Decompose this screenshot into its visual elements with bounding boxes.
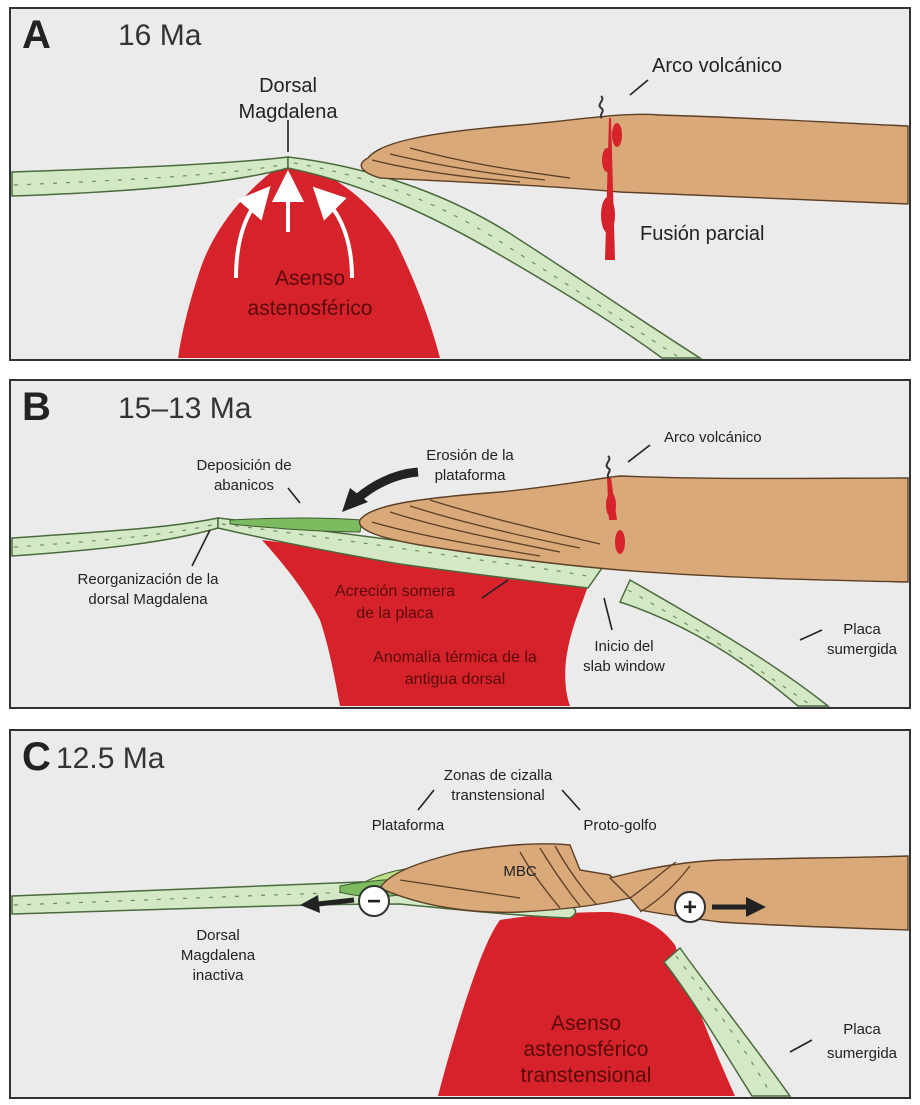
label-erosion: plataforma: [435, 467, 507, 484]
panel-b: B 15–13 Ma Deposición de abanicos Erosió…: [10, 380, 910, 708]
label-mbc: MBC: [503, 863, 537, 880]
label-arco-volcanico: Arco volcánico: [652, 55, 782, 77]
label-arco-volcanico: Arco volcánico: [664, 429, 762, 446]
panel-letter: A: [22, 13, 51, 57]
label-asenso-transtensional: astenosférico: [524, 1038, 649, 1061]
label-asenso-transtensional: Asenso: [551, 1012, 621, 1035]
label-plataforma: Plataforma: [372, 817, 445, 834]
label-placa-sumergida: sumergida: [827, 1045, 898, 1062]
panel-c: − + C 12.5 Ma Zonas de cizalla transtens…: [10, 730, 910, 1098]
label-zonas-cizalla: Zonas de cizalla: [444, 767, 553, 784]
label-deposicion: Deposición de: [196, 457, 291, 474]
label-zonas-cizalla: transtensional: [451, 787, 544, 804]
label-placa-sumergida: Placa: [843, 621, 881, 638]
plus-sign: +: [683, 894, 697, 921]
label-asenso-transtensional: transtensional: [521, 1064, 652, 1087]
label-anomalia: antigua dorsal: [405, 671, 506, 688]
minus-sign: −: [367, 888, 381, 915]
label-acrecion: de la placa: [356, 605, 433, 622]
panel-age: 12.5 Ma: [56, 742, 165, 775]
label-asenso: astenosférico: [248, 297, 373, 320]
label-dorsal: Magdalena: [239, 101, 339, 123]
label-dorsal-inactiva: inactiva: [193, 967, 245, 984]
label-anomalia: Anomalía térmica de la: [373, 649, 537, 666]
label-placa-sumergida: Placa: [843, 1021, 881, 1038]
panel-age: 16 Ma: [118, 19, 202, 52]
label-reorganizacion: Reorganización de la: [78, 571, 220, 588]
panel-a: A 16 Ma Dorsal Magdalena Arco volcánico …: [10, 8, 910, 360]
label-inicio-slab-window: slab window: [583, 658, 665, 675]
label-reorganizacion: dorsal Magdalena: [88, 591, 208, 608]
label-deposicion: abanicos: [214, 477, 274, 494]
label-inicio-slab-window: Inicio del: [594, 638, 653, 655]
label-fusion-parcial: Fusión parcial: [640, 223, 765, 245]
panel-letter: B: [22, 385, 51, 429]
label-placa-sumergida: sumergida: [827, 641, 898, 658]
label-erosion: Erosión de la: [426, 447, 514, 464]
label-dorsal-inactiva: Magdalena: [181, 947, 256, 964]
label-proto-golfo: Proto-golfo: [583, 817, 656, 834]
label-asenso: Asenso: [275, 267, 345, 290]
label-dorsal-inactiva: Dorsal: [196, 927, 239, 944]
label-dorsal: Dorsal: [259, 75, 317, 97]
label-acrecion: Acreción somera: [335, 583, 455, 600]
panel-letter: C: [22, 735, 51, 779]
panel-age: 15–13 Ma: [118, 392, 252, 425]
